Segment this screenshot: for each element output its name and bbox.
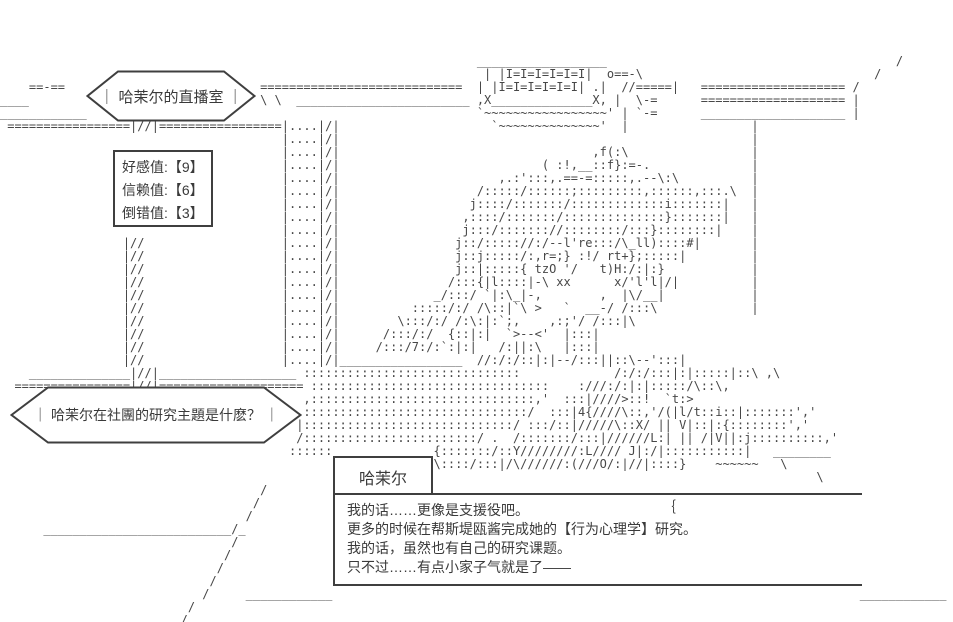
speaker-name-box: 哈茉尔 [333,456,433,495]
question-bubble-label: ｜ 哈茉尔在社團的研究主題是什麽？ ｜ [33,407,279,423]
speaker-name-label: 哈茉尔 [358,470,407,488]
location-bubble-outline [86,70,256,122]
question-bubble: ｜ 哈茉尔在社團的研究主題是什麽？ ｜ [10,386,302,444]
ascii-art-brace-fragment: ｛ [662,499,676,515]
stats-box: 好感值:【9】 信赖值:【6】 倒错值:【3】 [113,150,213,227]
dialogue-text: 我的话……更像是支援役吧。 更多的时候在帮斯堤瓯酱完成她的【行为心理学】研究。 … [347,502,697,575]
dialogue-box[interactable]: 我的话……更像是支援役吧。 更多的时候在帮斯堤瓯酱完成她的【行为心理学】研究。 … [333,493,862,586]
location-bubble: ｜ 哈茉尔的直播室 ｜ [86,70,256,122]
ascii-art-scene: __________________ / | |I=I=I=I=I=I| o==… [0,54,947,622]
location-bubble-label: ｜ 哈茉尔的直播室 ｜ [99,88,243,106]
question-bubble-outline [10,386,302,444]
